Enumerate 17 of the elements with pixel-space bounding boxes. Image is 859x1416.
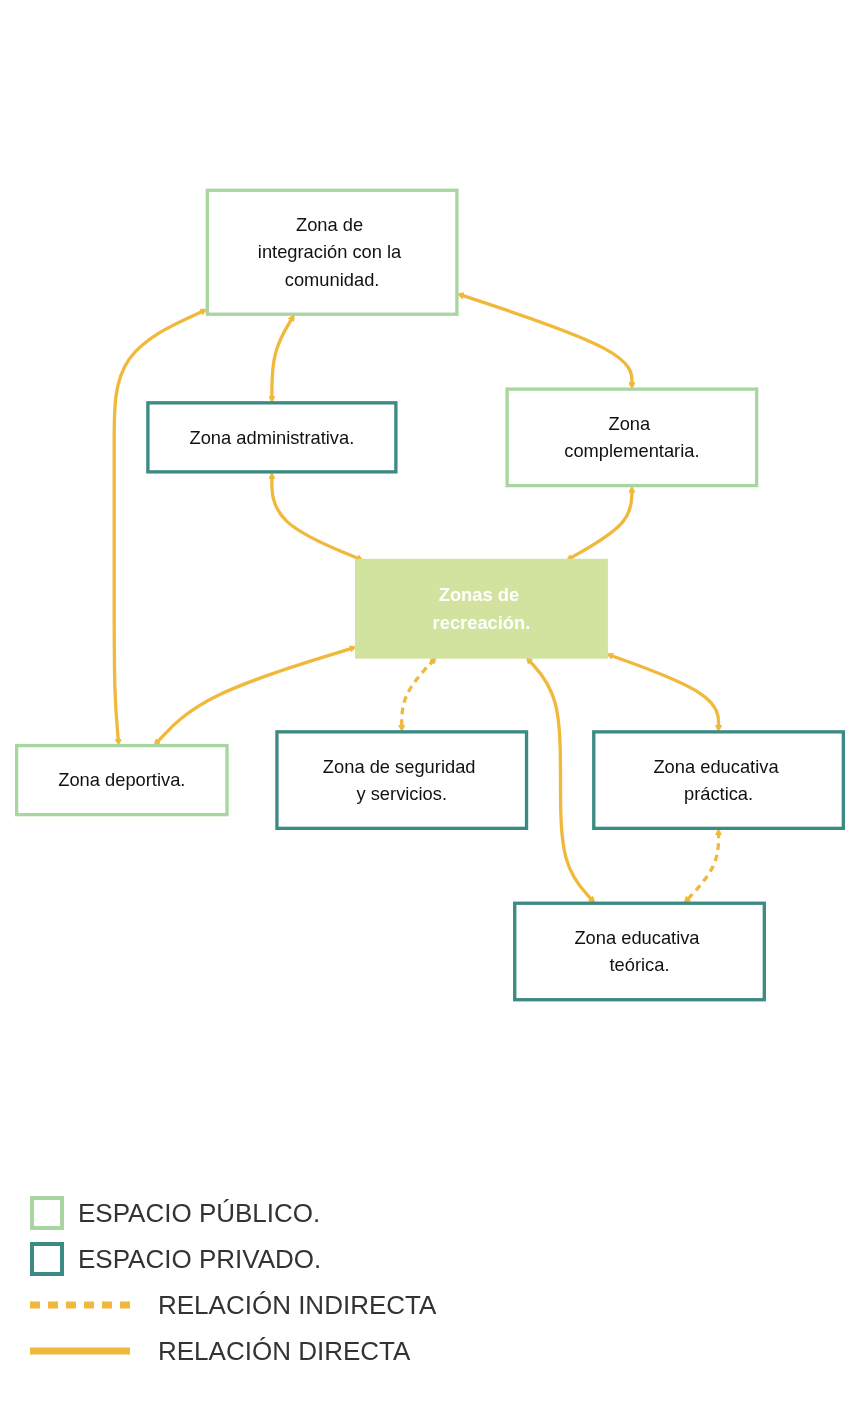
legend-text: RELACIÓN INDIRECTA xyxy=(158,1289,437,1321)
legend-text: ESPACIO PÚBLICO. xyxy=(78,1197,321,1229)
arrow xyxy=(112,308,207,746)
arrow xyxy=(565,485,636,561)
node-box: Zona educativa teórica. xyxy=(512,901,766,1002)
arrow xyxy=(683,828,722,904)
node-box: Zona de integración con la comunidad. xyxy=(205,188,459,316)
arrow xyxy=(525,656,595,904)
node-box: Zona deportiva. xyxy=(14,743,229,817)
legend-text: ESPACIO PRIVADO. xyxy=(78,1243,322,1275)
node-box: Zonas de recreación. xyxy=(354,558,608,659)
node-box: Zona complementaria. xyxy=(504,387,758,488)
node-box: Zona educativa práctica. xyxy=(591,730,845,831)
node-box: Zona de seguridad y servicios. xyxy=(274,730,528,831)
node-box: Zona administrativa. xyxy=(145,401,398,474)
arrow xyxy=(267,471,364,562)
legend-text: RELACIÓN DIRECTA xyxy=(158,1335,411,1367)
